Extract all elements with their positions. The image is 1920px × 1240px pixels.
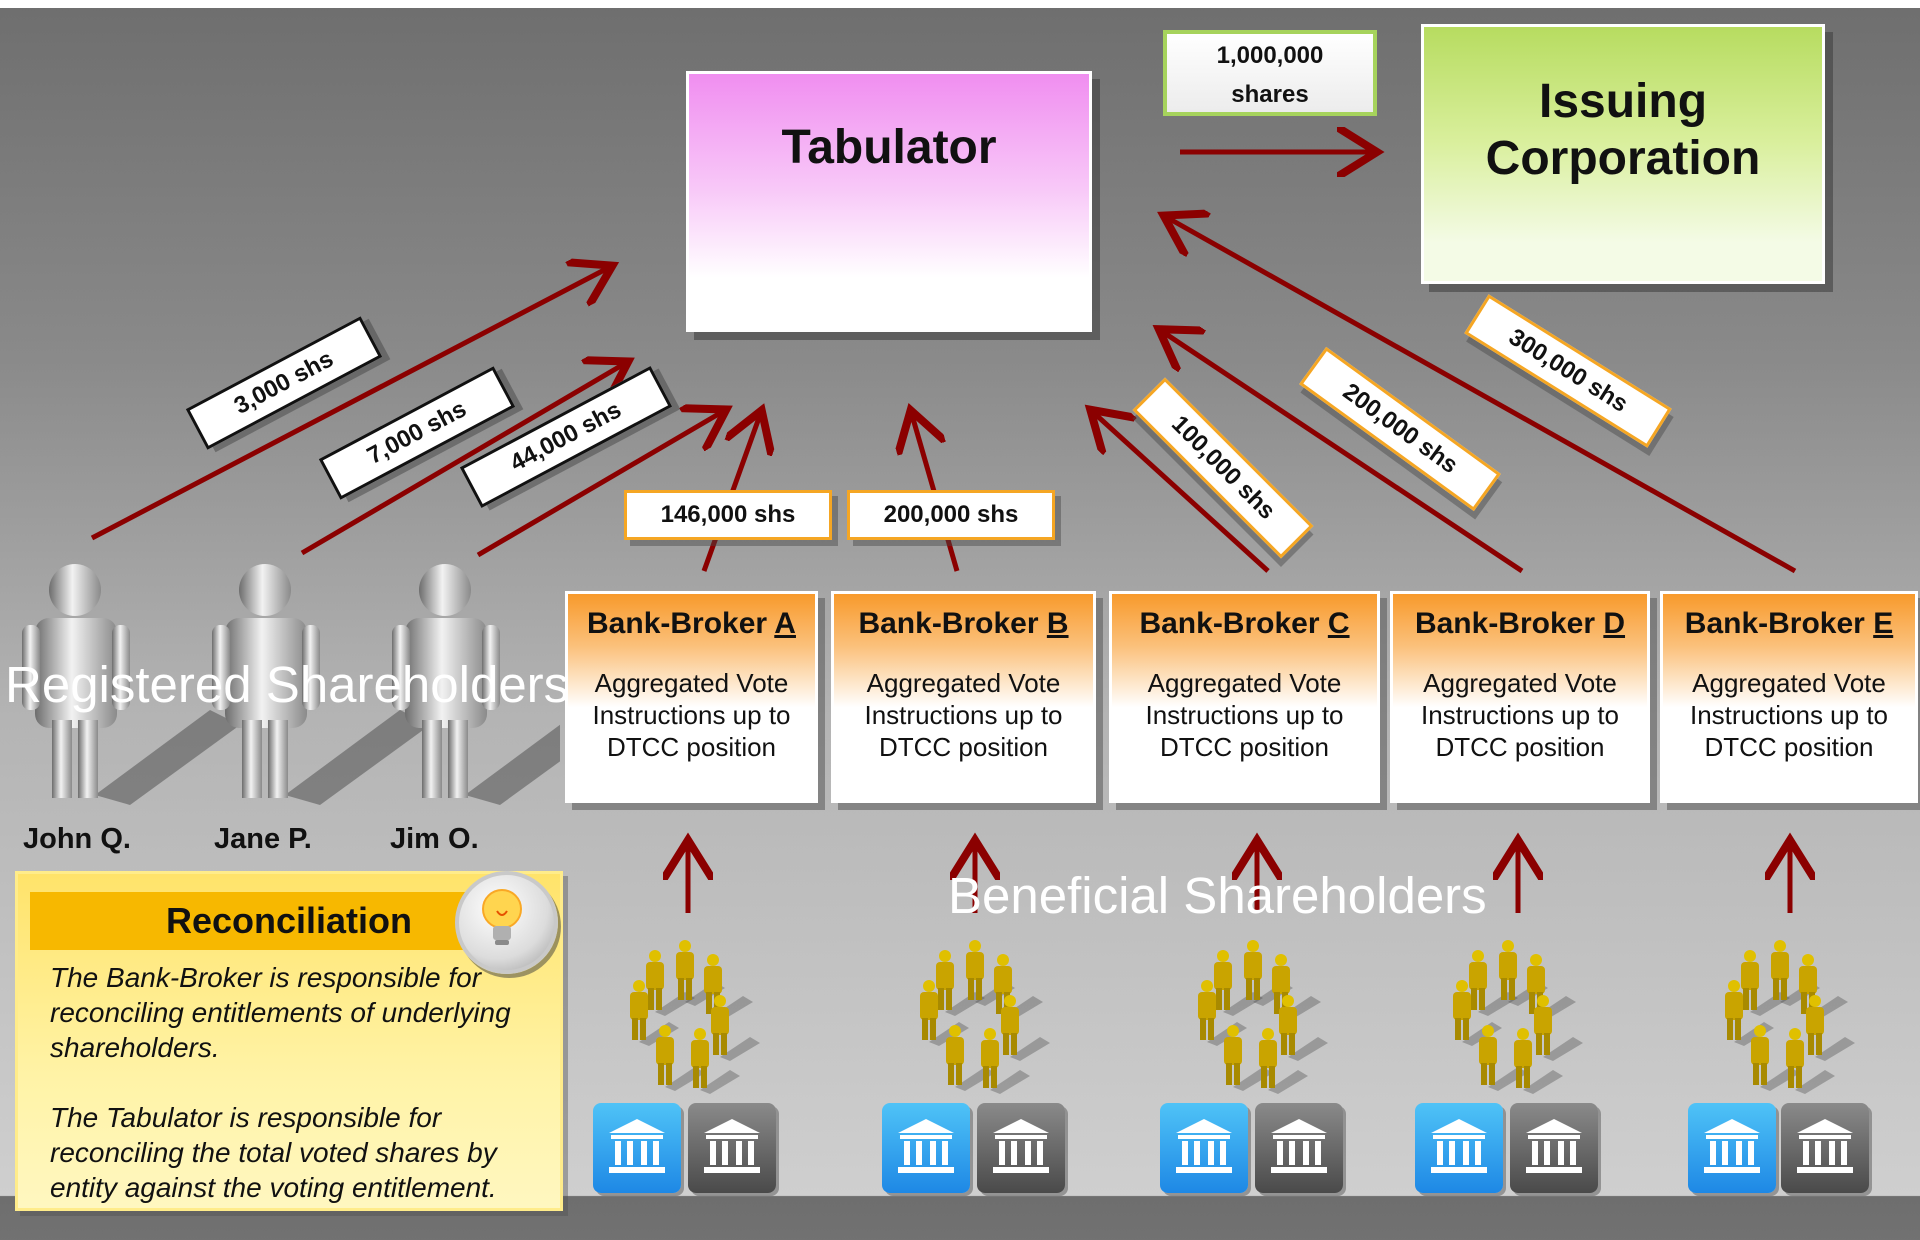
issuer-title: Issuing Corporation — [1424, 73, 1822, 187]
bank-broker-a-title: Bank-Broker A — [587, 607, 796, 640]
lightbulb-icon — [455, 871, 558, 974]
issuer-title-line2: Corporation — [1485, 132, 1761, 185]
broker-tag-b: 200,000 shs — [847, 490, 1055, 540]
shareholder-name-john: John Q. — [23, 823, 131, 855]
people-group-icon-e — [1725, 940, 1855, 1094]
bank-icon — [688, 1103, 776, 1193]
bank-broker-c-title: Bank-Broker C — [1139, 607, 1350, 640]
bank-broker-d-title: Bank-Broker D — [1414, 607, 1626, 640]
arrow-john-to-tabulator — [90, 268, 608, 541]
issuing-corporation-box: Issuing Corporation — [1421, 24, 1825, 284]
beneficial-shareholders-label: Beneficial Shareholders — [948, 867, 1487, 924]
reconciliation-paragraph-1: The Bank-Broker is responsible for recon… — [50, 962, 511, 1063]
registered-tag-john: 3,000 shs — [185, 316, 383, 450]
people-group-icon-a — [630, 940, 760, 1094]
person-icon — [22, 564, 240, 805]
registered-shareholders-label: Registered Shareholders — [5, 656, 570, 713]
shareholder-name-jane: Jane P. — [214, 823, 312, 855]
total-shares-unit: shares — [1231, 81, 1309, 108]
bank-icon — [1688, 1103, 1776, 1193]
bank-broker-e-title: Bank-Broker E — [1684, 607, 1894, 640]
bank-icon — [1160, 1103, 1248, 1193]
total-shares-value: 1,000,000 — [1216, 42, 1324, 69]
reconciliation-text: The Bank-Broker is responsible for recon… — [50, 960, 540, 1240]
broker-tag-e: 300,000 shs — [1464, 294, 1672, 448]
bank-icon — [1255, 1103, 1343, 1193]
bank-icon — [977, 1103, 1065, 1193]
tabulator-title: Tabulator — [781, 121, 997, 174]
people-group-icon-b — [920, 940, 1050, 1094]
person-icon — [392, 564, 560, 805]
people-group-icon-d — [1453, 940, 1583, 1094]
bank-icon — [593, 1103, 681, 1193]
total-shares-box: 1,000,000 shares — [1163, 30, 1377, 116]
diagram-canvas: Tabulator Issuing Corporation 1,000,000 … — [0, 0, 1920, 1211]
broker-tag-c: 100,000 shs — [1132, 377, 1314, 559]
top-border — [0, 0, 1920, 8]
issuer-title-line1: Issuing — [1538, 75, 1708, 128]
bank-icon — [1781, 1103, 1869, 1193]
reconciliation-paragraph-2: The Tabulator is responsible for reconci… — [50, 1102, 497, 1203]
broker-tag-d: 200,000 shs — [1299, 346, 1501, 512]
bank-broker-b-title: Bank-Broker B — [858, 607, 1069, 640]
person-icon — [212, 564, 430, 805]
bank-icon — [1415, 1103, 1503, 1193]
bank-icon — [1510, 1103, 1598, 1193]
people-group-icon-c — [1198, 940, 1328, 1094]
tabulator-box: Tabulator — [686, 71, 1092, 332]
shareholder-name-jim: Jim O. — [390, 823, 479, 855]
bank-icon — [882, 1103, 970, 1193]
registered-shareholder-figures — [22, 564, 560, 805]
broker-tag-a: 146,000 shs — [624, 490, 832, 540]
